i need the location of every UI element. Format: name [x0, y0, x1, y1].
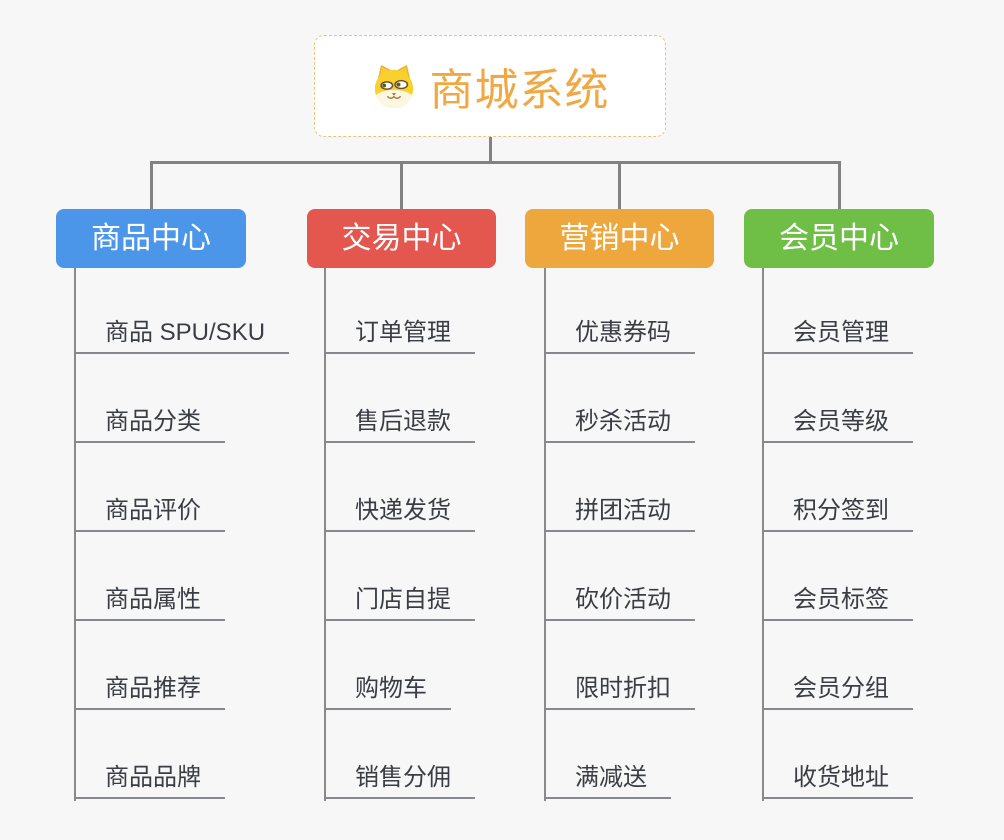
connector-drop	[838, 161, 841, 210]
subtopic[interactable]: 购物车	[324, 672, 451, 710]
subtopic[interactable]: 商品推荐	[74, 672, 225, 710]
subtopic[interactable]: 积分签到	[762, 494, 913, 532]
subtopic[interactable]: 商品 SPU/SKU	[74, 316, 290, 354]
connector-column-line	[74, 268, 76, 801]
connector-column-line	[324, 268, 326, 801]
subtopic[interactable]: 售后退款	[324, 405, 475, 443]
branch-topic-trade-center[interactable]: 交易中心	[307, 209, 496, 268]
connector-column-line	[544, 268, 546, 801]
subtopic[interactable]: 商品属性	[74, 583, 225, 621]
subtopic[interactable]: 限时折扣	[544, 672, 695, 710]
subtopic[interactable]: 满减送	[544, 761, 671, 799]
subtopic[interactable]: 商品分类	[74, 405, 225, 443]
subtopic[interactable]: 拼团活动	[544, 494, 695, 532]
connector-column-line	[762, 268, 764, 801]
subtopic[interactable]: 砍价活动	[544, 583, 695, 621]
connector-drop	[150, 161, 153, 210]
subtopic[interactable]: 会员等级	[762, 405, 913, 443]
branch-topic-marketing-center[interactable]: 营销中心	[525, 209, 714, 268]
root-topic[interactable]: 商城系统	[314, 35, 666, 137]
subtopic[interactable]: 订单管理	[324, 316, 475, 354]
subtopic[interactable]: 门店自提	[324, 583, 475, 621]
subtopic[interactable]: 销售分佣	[324, 761, 475, 799]
subtopic[interactable]: 商品评价	[74, 494, 225, 532]
connector-drop	[400, 161, 403, 210]
branch-topic-member-center[interactable]: 会员中心	[744, 209, 934, 268]
subtopic[interactable]: 秒杀活动	[544, 405, 695, 443]
connector-root-stem	[489, 137, 492, 163]
branch-topic-product-center[interactable]: 商品中心	[56, 209, 246, 268]
subtopic[interactable]: 优惠券码	[544, 316, 695, 354]
doge-icon	[374, 65, 413, 109]
subtopic[interactable]: 收货地址	[762, 761, 913, 799]
subtopic[interactable]: 快递发货	[324, 494, 475, 532]
subtopic[interactable]: 会员标签	[762, 583, 913, 621]
root-topic-label: 商城系统	[429, 66, 610, 115]
subtopic[interactable]: 会员管理	[762, 316, 913, 354]
connector-drop	[618, 161, 621, 210]
connector-rail	[150, 161, 841, 164]
subtopic[interactable]: 商品品牌	[74, 761, 225, 799]
subtopic[interactable]: 会员分组	[762, 672, 913, 710]
